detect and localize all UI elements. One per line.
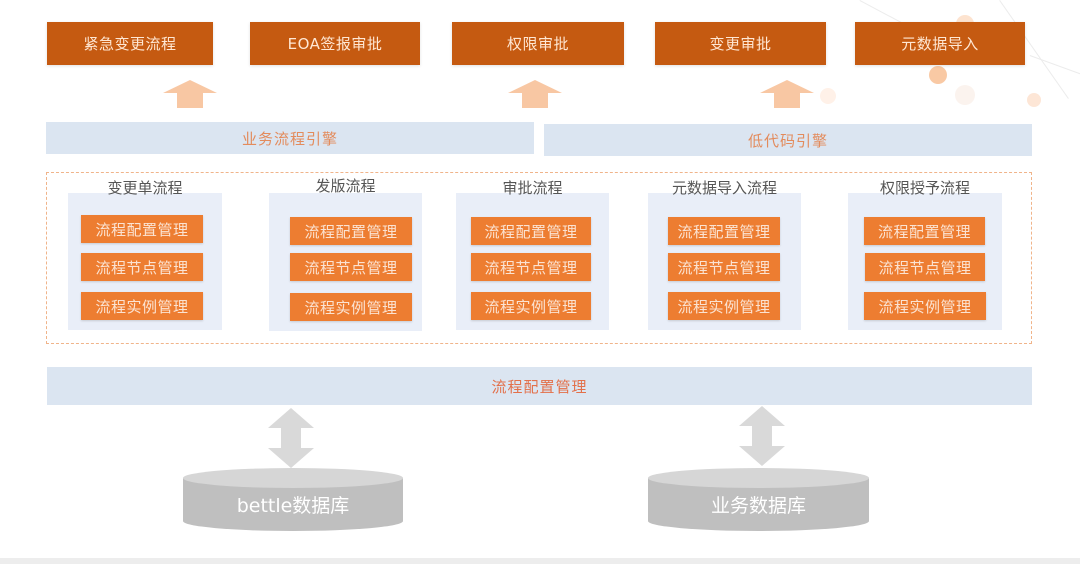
bettle-database: bettle数据库 bbox=[183, 467, 403, 531]
flow-node-management-button[interactable]: 流程节点管理 bbox=[81, 253, 203, 281]
app-box-eoa-approval: EOA签报审批 bbox=[250, 22, 420, 65]
flow-title: 元数据导入流程 bbox=[671, 179, 777, 197]
database-label: bettle数据库 bbox=[236, 494, 350, 517]
decoration-dot bbox=[820, 88, 836, 104]
config-bar-label: 流程配置管理 bbox=[491, 377, 588, 396]
app-box-permission-approval: 权限审批 bbox=[452, 22, 624, 65]
flow-instance-management-button[interactable]: 流程实例管理 bbox=[864, 292, 986, 320]
flow-config-management-button[interactable]: 流程配置管理 bbox=[290, 217, 412, 245]
flow-instance-management-button[interactable]: 流程实例管理 bbox=[471, 292, 591, 320]
app-label: 变更审批 bbox=[709, 35, 772, 53]
decoration-dot bbox=[955, 85, 975, 105]
app-label: 元数据导入 bbox=[901, 35, 979, 53]
decoration-dot bbox=[1027, 93, 1041, 107]
business-database: 业务数据库 bbox=[648, 467, 869, 531]
up-arrow-icon bbox=[508, 80, 562, 108]
flow-title: 审批流程 bbox=[502, 179, 563, 197]
flow-title: 权限授予流程 bbox=[879, 179, 970, 197]
flow-instance-management-button[interactable]: 流程实例管理 bbox=[668, 292, 780, 320]
flow-title: 发版流程 bbox=[315, 177, 376, 195]
app-label: EOA签报审批 bbox=[287, 35, 383, 53]
flow-instance-management-button[interactable]: 流程实例管理 bbox=[290, 293, 412, 321]
process-config-management-bar: 流程配置管理 bbox=[47, 367, 1032, 405]
flow-config-management-button[interactable]: 流程配置管理 bbox=[668, 217, 780, 245]
bottom-divider bbox=[0, 558, 1080, 564]
app-box-change-approval: 变更审批 bbox=[655, 22, 826, 65]
decoration-dot bbox=[929, 66, 947, 84]
flow-config-management-button[interactable]: 流程配置管理 bbox=[81, 215, 203, 243]
double-arrow-icon bbox=[266, 408, 316, 468]
low-code-engine-bar: 低代码引擎 bbox=[544, 124, 1032, 156]
decoration-line bbox=[1029, 55, 1080, 77]
flow-node-management-button[interactable]: 流程节点管理 bbox=[865, 253, 985, 281]
business-process-engine-bar: 业务流程引擎 bbox=[46, 122, 534, 154]
engine-label: 低代码引擎 bbox=[747, 131, 828, 150]
app-label: 权限审批 bbox=[506, 35, 569, 53]
up-arrow-icon bbox=[163, 80, 217, 108]
flow-config-management-button[interactable]: 流程配置管理 bbox=[864, 217, 985, 245]
app-box-metadata-import: 元数据导入 bbox=[855, 22, 1025, 65]
flow-config-management-button[interactable]: 流程配置管理 bbox=[471, 217, 591, 245]
flows-container: 变更单流程 流程配置管理 流程节点管理 流程实例管理 发版流程 流程配置管理 流… bbox=[46, 172, 1032, 344]
up-arrow-icon bbox=[760, 80, 814, 108]
database-icon bbox=[648, 468, 869, 531]
engine-label: 业务流程引擎 bbox=[241, 129, 338, 148]
app-label: 紧急变更流程 bbox=[83, 35, 177, 53]
flow-node-management-button[interactable]: 流程节点管理 bbox=[471, 253, 591, 281]
database-icon bbox=[183, 468, 403, 531]
double-arrow-icon bbox=[737, 406, 787, 466]
database-label: 业务数据库 bbox=[710, 494, 806, 517]
flow-node-management-button[interactable]: 流程节点管理 bbox=[290, 253, 412, 281]
flow-title: 变更单流程 bbox=[107, 179, 183, 197]
app-box-emergency-change: 紧急变更流程 bbox=[47, 22, 213, 65]
flow-node-management-button[interactable]: 流程节点管理 bbox=[668, 253, 780, 281]
flow-instance-management-button[interactable]: 流程实例管理 bbox=[81, 292, 203, 320]
